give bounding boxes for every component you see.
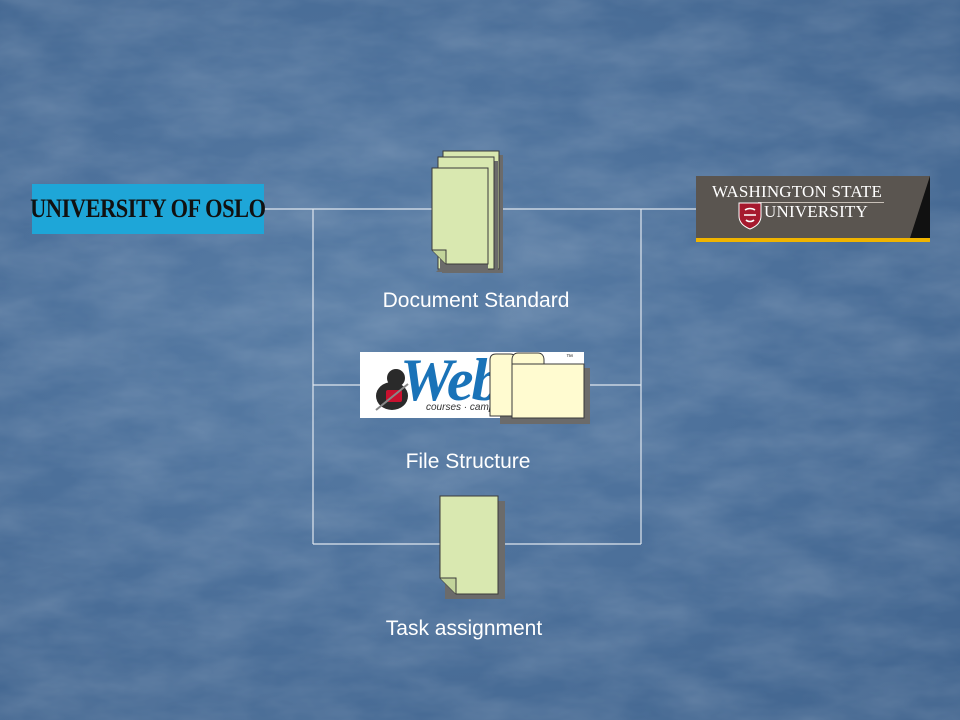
wsu-seal-icon — [738, 202, 762, 230]
webct-mascot-icon — [375, 369, 409, 411]
node-label-task-assignment: Task assignment — [385, 617, 543, 640]
node-label-file-structure: File Structure — [405, 450, 531, 473]
document-icon — [439, 495, 505, 599]
oslo-logo-text: UNIVERSITY OF OSLO — [30, 194, 266, 223]
washington-state-university-logo: WASHINGTON STATE UNIVERSITY — [696, 176, 930, 242]
wsu-logo-line1: WASHINGTON STATE — [712, 182, 883, 201]
node-label-document-standard: Document Standard — [382, 289, 570, 312]
wsu-logo-line2: UNIVERSITY — [764, 202, 868, 221]
webct-logo-trademark: ™ — [566, 354, 573, 361]
documents-stack-icon — [431, 150, 503, 273]
webct-logo-tagline: courses · camp — [426, 402, 495, 413]
university-of-oslo-logo: UNIVERSITY OF OSLO — [30, 184, 266, 234]
wsu-logo-rule — [758, 202, 884, 203]
wsu-logo-gold-bar — [696, 238, 930, 242]
folders-icon — [489, 352, 590, 424]
wsu-logo-black-corner — [910, 176, 930, 238]
webct-logo-word: Web — [400, 352, 502, 413]
